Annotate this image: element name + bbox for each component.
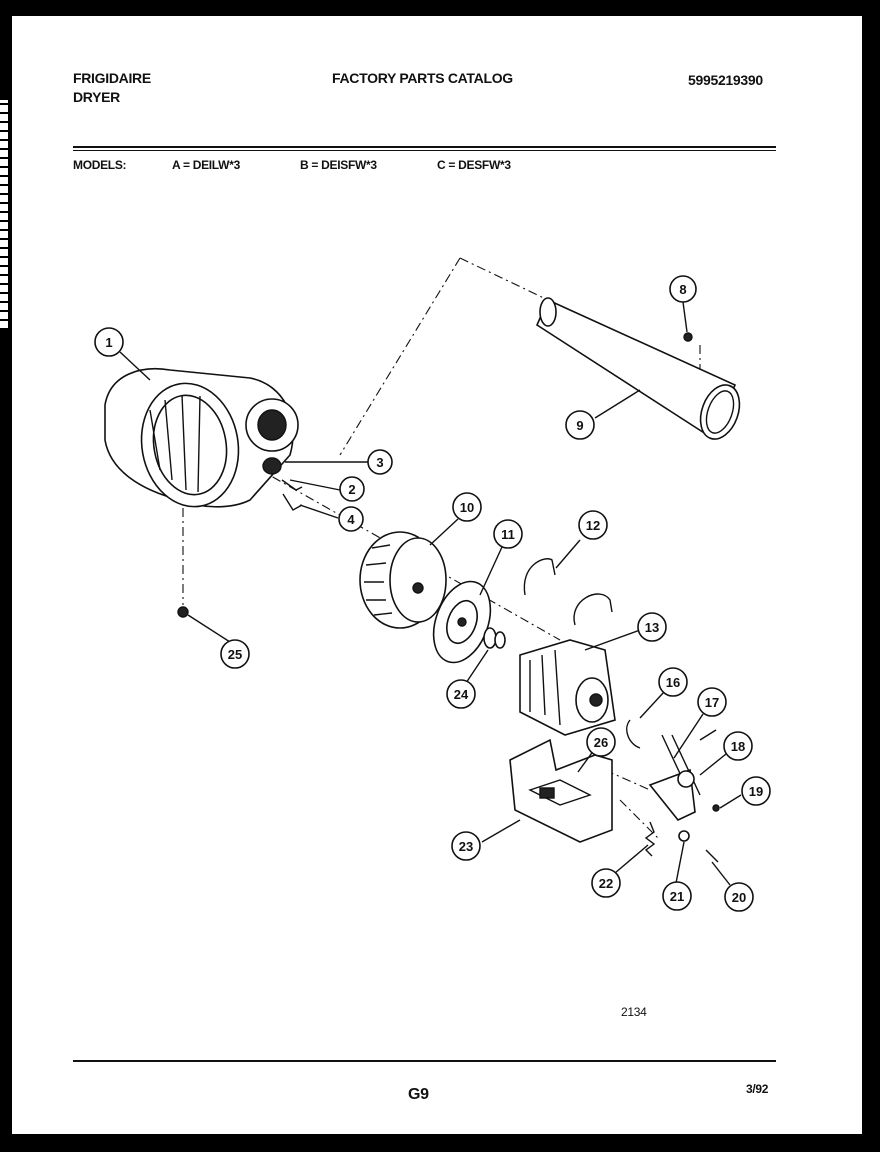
small-fittings-part — [262, 457, 303, 511]
product-name: DRYER — [73, 89, 120, 105]
callout-4: 4 — [338, 506, 364, 532]
callout-11: 11 — [493, 519, 523, 549]
callout-24: 24 — [446, 679, 476, 709]
callout-23: 23 — [451, 831, 481, 861]
svg-text:11: 11 — [501, 527, 515, 542]
drive-motor-part — [519, 639, 616, 736]
motor-mount-part — [509, 738, 613, 843]
callout-21: 21 — [662, 881, 692, 911]
models-label: MODELS: — [73, 158, 127, 172]
svg-text:18: 18 — [731, 739, 745, 754]
footer-rule — [73, 1060, 776, 1062]
brand-name: FRIGIDAIRE — [73, 70, 151, 86]
svg-text:10: 10 — [460, 500, 474, 515]
callout-13: 13 — [637, 612, 667, 642]
callout-1: 1 — [94, 327, 124, 357]
model-c: C = DESFW*3 — [437, 158, 511, 172]
exhaust-duct-part — [535, 297, 741, 440]
svg-text:23: 23 — [459, 839, 473, 854]
callout-25: 25 — [220, 639, 250, 669]
svg-text:12: 12 — [586, 518, 600, 533]
svg-text:26: 26 — [594, 735, 608, 750]
figure-number: 2134 — [621, 1005, 647, 1019]
callout-3: 3 — [367, 449, 393, 475]
svg-text:19: 19 — [749, 784, 763, 799]
svg-text:1: 1 — [105, 335, 112, 350]
pulley-part — [432, 580, 492, 664]
header-rule-top — [73, 146, 776, 148]
screw-part — [683, 332, 693, 342]
model-b: B = DEISFW*3 — [300, 158, 377, 172]
callout-22: 22 — [591, 868, 621, 898]
catalog-number: 5995219390 — [688, 72, 763, 88]
blower-housing-part — [104, 368, 299, 508]
callout-17: 17 — [697, 687, 727, 717]
svg-text:17: 17 — [705, 695, 719, 710]
callout-9: 9 — [565, 410, 595, 440]
svg-text:4: 4 — [347, 512, 355, 527]
callout-20: 20 — [724, 882, 754, 912]
callout-16: 16 — [658, 667, 688, 697]
revision-date: 3/92 — [746, 1082, 769, 1096]
callout-12: 12 — [578, 510, 608, 540]
callout-18: 18 — [723, 731, 753, 761]
page-number: G9 — [408, 1086, 429, 1103]
idler-assembly-part — [626, 719, 720, 863]
callout-19: 19 — [741, 776, 771, 806]
callout-labels: 1 2 3 4 8 9 10 11 12 13 16 17 18 19 20 2… — [94, 275, 771, 912]
svg-text:16: 16 — [666, 675, 680, 690]
svg-text:20: 20 — [732, 890, 746, 905]
svg-text:8: 8 — [679, 282, 686, 297]
mounting-screw-part — [177, 606, 189, 618]
svg-text:3: 3 — [376, 455, 383, 470]
blower-wheel-part — [359, 531, 447, 629]
leader-lines — [119, 301, 742, 886]
motor-clips-part — [523, 558, 613, 626]
callout-2: 2 — [339, 476, 365, 502]
svg-text:13: 13 — [645, 620, 659, 635]
callout-8: 8 — [669, 275, 697, 303]
model-a: A = DEILW*3 — [172, 158, 240, 172]
svg-text:9: 9 — [576, 418, 583, 433]
svg-text:21: 21 — [670, 889, 684, 904]
callout-26: 26 — [586, 727, 616, 757]
svg-text:25: 25 — [228, 647, 242, 662]
washer-part — [483, 627, 506, 649]
svg-text:2: 2 — [348, 482, 355, 497]
callout-10: 10 — [452, 492, 482, 522]
header-rule-bottom — [73, 150, 776, 151]
scan-margin-marks — [0, 100, 8, 330]
catalog-title: FACTORY PARTS CATALOG — [332, 70, 513, 86]
svg-text:22: 22 — [599, 876, 613, 891]
svg-text:24: 24 — [454, 687, 469, 702]
